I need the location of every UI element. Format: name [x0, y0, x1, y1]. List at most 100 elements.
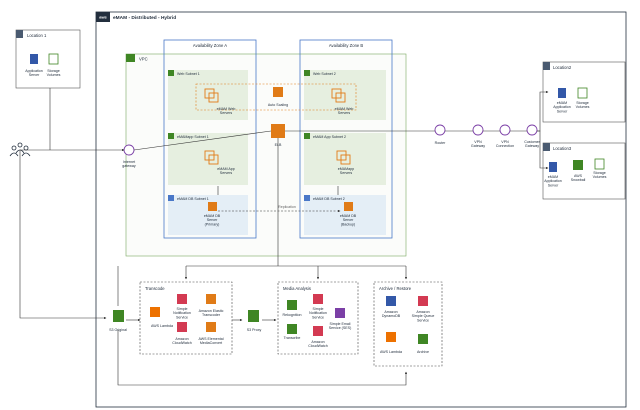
archive-lambda-icon: [386, 332, 396, 342]
db-backup-icon: [344, 202, 353, 211]
rekognition-icon: [287, 300, 297, 310]
aws-logo-icon: [96, 12, 110, 22]
location1-title: Location 1: [27, 33, 47, 38]
aws-logo-text: aws: [99, 15, 107, 20]
subnet-db2: [304, 195, 386, 235]
storage-icon: [577, 87, 588, 99]
connectors: [19, 88, 549, 386]
media-analysis-title: Media Analysis: [283, 286, 311, 291]
rekognition-label: Rekognition: [283, 313, 302, 317]
transcribe-label: Transcribe: [284, 336, 301, 340]
vpc-cloud-icon: [126, 54, 135, 62]
vpn-gateway-icon: [472, 124, 484, 136]
sns-icon: [177, 294, 187, 304]
router-label: Router: [435, 141, 447, 145]
ma-cloudwatch-icon: [313, 326, 323, 336]
lock-icon: [304, 195, 310, 201]
archive-title: Archive / Restore: [379, 286, 412, 291]
subnet-app1-label: eMAMapp Subnet 1: [177, 135, 209, 139]
archive-label: Archive: [417, 350, 429, 354]
building-icon: [543, 143, 550, 151]
location2-title: Location2: [553, 65, 572, 70]
users-icon: [9, 142, 31, 157]
transcribe-icon: [287, 324, 297, 334]
transcode-title: Transcode: [145, 286, 165, 291]
server-icon: [30, 54, 38, 64]
s3-proxy-icon: [248, 310, 259, 322]
diagram-title: eMAM - Distributed - Hybrid: [113, 15, 176, 21]
cloudwatch-icon: [177, 322, 187, 332]
ses-icon: [335, 308, 345, 318]
s3-original-icon: [113, 310, 124, 322]
location3-title: Location3: [553, 146, 572, 151]
subnet-app1: [168, 133, 248, 185]
elastic-transcoder-icon: [206, 294, 216, 304]
az-b-title: Availability Zone B: [329, 43, 364, 48]
lock-icon: [168, 70, 174, 76]
snowball-icon: [573, 160, 583, 170]
subnet-db1-label: eMAM DB Subnet 1: [177, 197, 209, 201]
subnet-db1: [168, 195, 248, 235]
subnet-app2: [304, 133, 386, 185]
az-a-title: Availability Zone A: [193, 43, 227, 48]
subnet-web1-label: Web Subnet 1: [177, 72, 200, 76]
building-icon: [16, 30, 23, 38]
subnet-web2-label: Web Subnet 2: [313, 72, 336, 76]
router-icon: [434, 124, 446, 136]
lock-icon: [168, 133, 174, 139]
auto-scaling-label: Auto Scaling: [268, 103, 288, 107]
subnet-web1: [168, 70, 248, 120]
lock-icon: [304, 70, 310, 76]
customer-gateway-icon: [526, 124, 538, 136]
auto-scaling-group-outline: [195, 83, 357, 111]
subnets: Web Subnet 1 Web Subnet 2 eMAMapp Subnet…: [168, 70, 386, 235]
archive-icon: [418, 334, 428, 344]
archive-lambda-label: AWS Lambda: [380, 350, 402, 354]
mediaconvert-icon: [206, 322, 216, 332]
lock-icon: [168, 195, 174, 201]
transcode-lambda-label: AWS Lambda: [151, 324, 173, 328]
az-a-group: Availability Zone A: [163, 39, 257, 239]
vpn-connection-icon: [499, 124, 511, 136]
lambda-icon: [150, 307, 160, 317]
subnet-app2-label: eMAM App Subnet 2: [313, 135, 346, 139]
server-icon: [558, 88, 566, 98]
storage-icon: [594, 158, 605, 170]
sqs-icon: [418, 296, 428, 306]
dynamodb-icon: [386, 296, 396, 306]
lock-icon: [304, 133, 310, 139]
subnet-db2-label: eMAM DB Subnet 2: [313, 197, 345, 201]
replication-label: Replication: [278, 205, 296, 209]
db-primary-icon: [208, 202, 217, 211]
s3-original-label: S3 Original: [109, 328, 127, 332]
building-icon: [543, 62, 550, 70]
internet-gateway-icon: [123, 144, 135, 156]
storage-icon: [48, 53, 59, 65]
aws-cloud-group: aws eMAM - Distributed - Hybrid: [95, 11, 627, 408]
az-b-group: Availability Zone B: [299, 39, 393, 239]
